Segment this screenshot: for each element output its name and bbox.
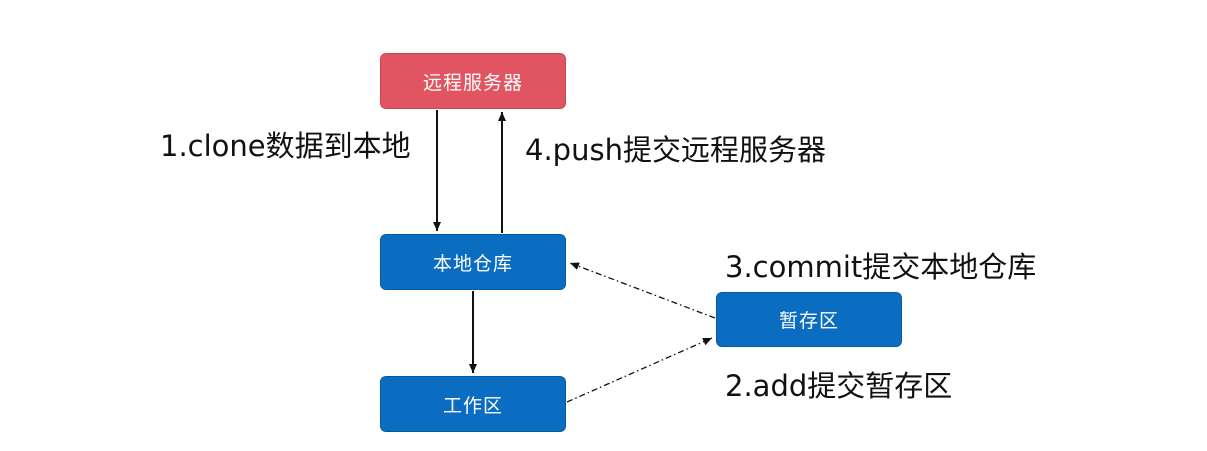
- clone-edge-label: 1.clone数据到本地: [160, 129, 411, 163]
- local-repo-node: 本地仓库: [380, 234, 566, 290]
- add-arrow: [566, 337, 713, 403]
- commit-edge-label: 3.commit提交本地仓库: [725, 250, 1037, 284]
- local-repo-label: 本地仓库: [432, 252, 513, 275]
- remote-server-node: 远程服务器: [380, 53, 566, 109]
- remote-server-label: 远程服务器: [422, 71, 523, 94]
- push-edge-label: 4.push提交远程服务器: [525, 133, 826, 167]
- workspace-label: 工作区: [442, 394, 503, 417]
- staging-area-node: 暂存区: [716, 292, 902, 347]
- add-edge-label: 2.add提交暂存区: [725, 369, 953, 403]
- staging-area-label: 暂存区: [778, 310, 839, 332]
- commit-arrow: [569, 262, 716, 319]
- workspace-node: 工作区: [380, 376, 566, 432]
